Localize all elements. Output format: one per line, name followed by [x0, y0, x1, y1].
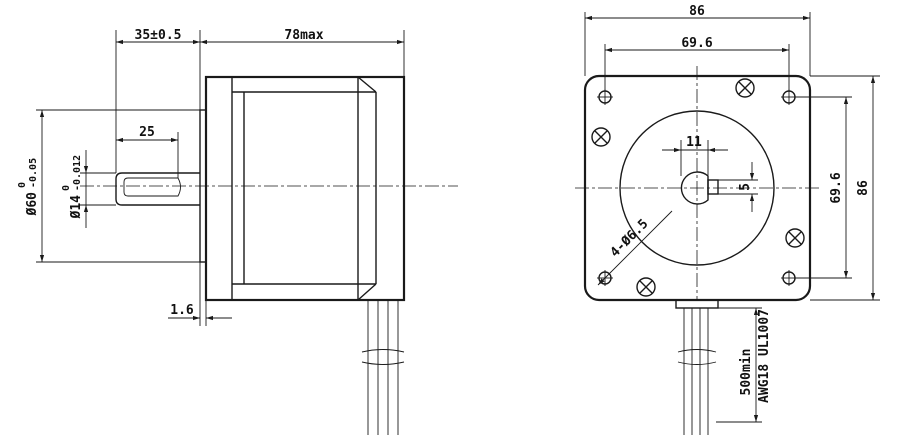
dim-body-length: 78max — [200, 28, 405, 77]
label-shaft-protrusion: 35±0.5 — [135, 28, 182, 43]
side-view: 35±0.5 78max 25 Ø60 0 -0.05 — [17, 28, 458, 435]
label-body-length: 78max — [284, 28, 323, 43]
front-shaft — [680, 171, 709, 205]
dim-height-overall: 86 — [810, 75, 880, 301]
dim-hole-spacing-h: 69.6 — [604, 36, 790, 91]
side-lead-wires — [361, 300, 405, 435]
shaft — [115, 172, 200, 206]
label-lead-length: 500min — [739, 349, 754, 396]
label-shaft-tol-upper: 0 — [61, 185, 72, 191]
label-pilot-tol-lower: -0.05 — [28, 158, 39, 188]
dim-hole-spacing-v: 69.6 — [795, 96, 852, 279]
label-pilot-tol-upper: 0 — [17, 182, 28, 188]
dim-width-overall: 86 — [584, 4, 811, 76]
shaft-flat — [123, 177, 181, 197]
body-chamfer-top — [357, 76, 377, 93]
front-view: 86 69.6 69.6 86 — [575, 4, 880, 435]
label-width-overall: 86 — [689, 4, 705, 19]
screw-right — [785, 228, 805, 248]
dim-pilot-diameter: Ø60 0 -0.05 — [17, 109, 200, 263]
label-hole-spacing-h: 69.6 — [681, 36, 712, 51]
mount-hole-br — [781, 270, 797, 286]
label-wire-spec: AWG18 UL1007 — [757, 309, 772, 403]
dim-flat-width: 11 — [662, 135, 728, 176]
dim-flat-depth: 5 — [718, 162, 758, 212]
label-shaft-diameter: Ø14 — [69, 195, 84, 220]
front-lead-wires — [677, 308, 717, 435]
pilot-circle — [619, 110, 775, 266]
label-flange-thickness: 1.6 — [170, 303, 194, 318]
mount-holes — [597, 89, 797, 286]
label-shaft-tol-lower: -0.012 — [72, 155, 83, 191]
dim-mount-holes: 4-Ø6.5 — [597, 210, 673, 286]
screw-left — [591, 127, 611, 147]
screw-top-right — [735, 78, 755, 98]
dim-shaft-diameter: Ø14 0 -0.012 — [61, 150, 116, 228]
label-height-overall: 86 — [856, 180, 871, 196]
label-pilot-diameter: Ø60 — [25, 192, 40, 217]
dim-lead-length: 500min AWG18 UL1007 — [716, 307, 772, 423]
body-chamfer-bottom — [357, 283, 377, 301]
motor-body — [204, 75, 406, 302]
mount-hole-tl — [597, 89, 613, 105]
dim-flat-length: 25 — [116, 125, 179, 178]
screws — [591, 78, 805, 297]
screw-bottom — [636, 277, 656, 297]
label-flat-depth: 5 — [738, 183, 753, 191]
label-hole-spacing-v: 69.6 — [829, 172, 844, 203]
label-flat-width: 11 — [686, 135, 702, 150]
mount-hole-tr — [781, 89, 797, 105]
dim-shaft-protrusion: 35±0.5 — [115, 28, 201, 173]
dim-flange-thickness: 1.6 — [168, 262, 232, 326]
lead-exit-block — [675, 299, 719, 309]
label-flat-length: 25 — [139, 125, 155, 140]
shaft-key-flat — [707, 179, 719, 195]
